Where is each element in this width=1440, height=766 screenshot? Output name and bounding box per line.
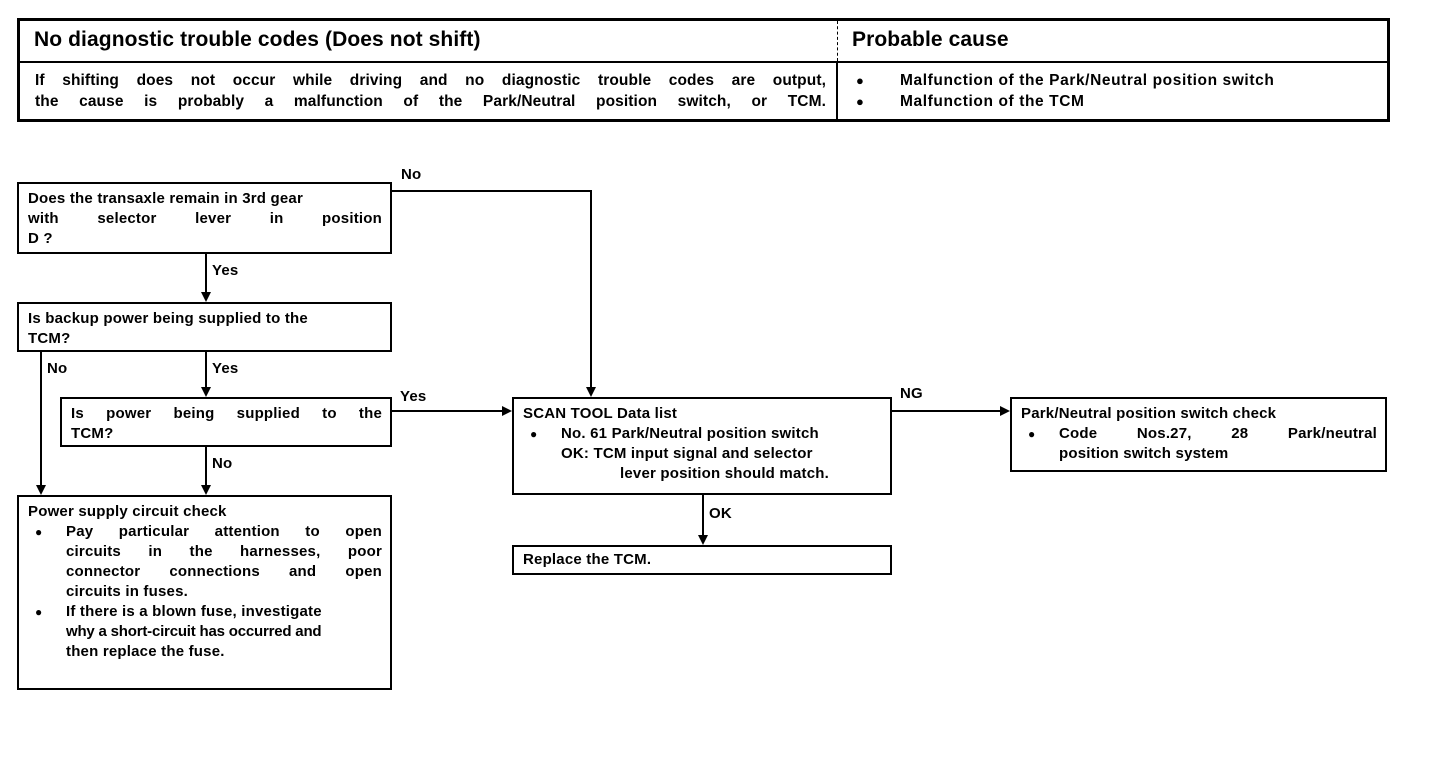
edge-label-q2-no: No xyxy=(47,360,68,377)
arrow-scan-ok-into-replace-tcm xyxy=(698,535,708,545)
arrow-q1-no-into-scan-tool xyxy=(586,387,596,397)
edge-label-q2-yes: Yes xyxy=(212,360,239,377)
flow-box-backup-power-question: Is backup power being supplied to the TC… xyxy=(17,302,392,352)
power-supply-item1-line-1: Pay particular attention to open xyxy=(66,523,382,540)
transaxle-question-line-2: with selector lever in position xyxy=(28,210,382,227)
flow-box-transaxle-question: Does the transaxle remain in 3rd gear wi… xyxy=(17,182,392,254)
edge-label-scan-ok: OK xyxy=(709,505,732,522)
header-cell-cause-title: Probable cause xyxy=(838,21,1387,61)
diagnostic-header-table: No diagnostic trouble codes (Does not sh… xyxy=(17,18,1390,122)
edge-label-q1-no: No xyxy=(401,166,422,183)
edge-label-q3-yes: Yes xyxy=(400,388,427,405)
power-supplied-question-line-1: Is power being supplied to the xyxy=(71,405,382,422)
connector-q1-yes-vertical xyxy=(205,254,207,292)
connector-q2-no-vertical xyxy=(40,352,42,485)
bullet-icon: ● xyxy=(1028,427,1036,441)
symptom-description-line-1: If shifting does not occur while driving… xyxy=(35,72,826,89)
power-supply-circuit-check-list: ● Pay particular attention to open circu… xyxy=(28,522,382,662)
connector-scan-ok-vertical xyxy=(702,495,704,535)
probable-cause-text: Malfunction of the Park/Neutral position… xyxy=(900,72,1275,89)
list-item: ● If there is a blown fuse, investigate … xyxy=(28,602,382,662)
list-item: ● Pay particular attention to open circu… xyxy=(28,522,382,602)
arrow-q2-yes-into-power-supplied xyxy=(201,387,211,397)
park-neutral-item1-line-1: Code Nos.27, 28 Park/neutral xyxy=(1059,425,1377,442)
header-cell-symptom-title: No diagnostic trouble codes (Does not sh… xyxy=(20,21,838,61)
header-body-row: If shifting does not occur while driving… xyxy=(20,63,1387,119)
symptom-description-line-2: the cause is probably a malfunction of t… xyxy=(35,93,826,110)
bullet-icon: ● xyxy=(35,605,43,619)
flow-box-park-neutral-switch-check-text: Park/Neutral position switch check ● Cod… xyxy=(1012,399,1385,468)
power-supply-item1-line-4: circuits in fuses. xyxy=(66,583,188,600)
flow-box-park-neutral-switch-check: Park/Neutral position switch check ● Cod… xyxy=(1010,397,1387,472)
list-item: ● Code Nos.27, 28 Park/neutral position … xyxy=(1021,424,1377,464)
park-neutral-check-title: Park/Neutral position switch check xyxy=(1021,405,1277,422)
backup-power-question-line-1: Is backup power being supplied to the xyxy=(28,310,308,327)
header-cell-symptom-body: If shifting does not occur while driving… xyxy=(20,63,838,119)
arrow-q3-no-into-power-supply-check xyxy=(201,485,211,495)
bullet-icon: ● xyxy=(35,525,43,539)
arrow-q2-no-into-power-supply-check xyxy=(36,485,46,495)
power-supplied-question-line-2: TCM? xyxy=(71,425,114,442)
park-neutral-item1-line-2: position switch system xyxy=(1059,445,1229,462)
bullet-icon: ● xyxy=(856,94,865,109)
power-supply-item2-line-2: why a short-circuit has occurred and xyxy=(66,623,322,640)
connector-q1-no-horizontal xyxy=(392,190,592,192)
scan-tool-ok-line-2: lever position should match. xyxy=(620,465,829,482)
list-item: ● No. 61 Park/Neutral position switch xyxy=(523,424,882,444)
symptom-description: If shifting does not occur while driving… xyxy=(20,63,836,112)
arrow-scan-ng-into-park-neutral-check xyxy=(1000,406,1010,416)
transaxle-question-line-3: D ? xyxy=(28,230,53,247)
power-supply-item2-line-1: If there is a blown fuse, investigate xyxy=(66,603,322,620)
symptom-title: No diagnostic trouble codes (Does not sh… xyxy=(34,28,481,51)
power-supply-circuit-check-title: Power supply circuit check xyxy=(28,503,227,520)
scan-tool-ok-line-1: OK: TCM input signal and selector xyxy=(561,445,813,462)
flow-box-backup-power-question-text: Is backup power being supplied to the TC… xyxy=(19,304,390,353)
replace-tcm-title: Replace the TCM. xyxy=(523,551,652,568)
flow-box-replace-tcm: Replace the TCM. xyxy=(512,545,892,575)
connector-q3-no-vertical xyxy=(205,447,207,485)
probable-cause-list: ● Malfunction of the Park/Neutral positio… xyxy=(838,63,1387,112)
probable-cause-text: Malfunction of the TCM xyxy=(900,93,1085,110)
backup-power-question-line-2: TCM? xyxy=(28,330,71,347)
connector-q1-no-vertical xyxy=(590,190,592,387)
bullet-icon: ● xyxy=(530,427,538,441)
list-item: ● Malfunction of the TCM xyxy=(856,91,1387,112)
edge-label-q3-no: No xyxy=(212,455,233,472)
arrow-q3-yes-into-scan-tool xyxy=(502,406,512,416)
edge-label-scan-ng: NG xyxy=(900,385,923,402)
flow-box-scan-tool-data-list: SCAN TOOL Data list ● No. 61 Park/Neutra… xyxy=(512,397,892,495)
power-supply-item2-line-3: then replace the fuse. xyxy=(66,643,225,660)
list-item: ● Malfunction of the Park/Neutral positio… xyxy=(856,70,1387,91)
flow-box-power-supply-circuit-check-text: Power supply circuit check ● Pay particu… xyxy=(19,497,390,666)
scan-tool-item-1: No. 61 Park/Neutral position switch xyxy=(561,425,819,442)
connector-q2-yes-vertical xyxy=(205,352,207,387)
edge-label-q1-yes: Yes xyxy=(212,262,239,279)
flow-box-power-supplied-question: Is power being supplied to the TCM? xyxy=(60,397,392,447)
header-cell-cause-body: ● Malfunction of the Park/Neutral positio… xyxy=(838,63,1387,119)
flow-box-power-supply-circuit-check: Power supply circuit check ● Pay particu… xyxy=(17,495,392,690)
bullet-icon: ● xyxy=(856,73,865,88)
power-supply-item1-line-3: connector connections and open xyxy=(66,563,382,580)
scan-tool-title: SCAN TOOL Data list xyxy=(523,405,678,422)
park-neutral-check-list: ● Code Nos.27, 28 Park/neutral position … xyxy=(1021,424,1377,464)
probable-cause-title: Probable cause xyxy=(852,28,1009,51)
connector-q3-yes-horizontal xyxy=(392,410,502,412)
arrow-q1-yes-into-backup-power xyxy=(201,292,211,302)
connector-scan-ng-horizontal xyxy=(892,410,1000,412)
flow-box-scan-tool-data-list-text: SCAN TOOL Data list ● No. 61 Park/Neutra… xyxy=(514,399,890,488)
power-supply-item1-line-2: circuits in the harnesses, poor xyxy=(66,543,382,560)
flow-box-transaxle-question-text: Does the transaxle remain in 3rd gear wi… xyxy=(19,184,390,253)
flow-box-replace-tcm-text: Replace the TCM. xyxy=(514,547,890,574)
scan-tool-list: ● No. 61 Park/Neutral position switch xyxy=(523,424,882,444)
flow-box-power-supplied-question-text: Is power being supplied to the TCM? xyxy=(62,399,390,448)
header-title-row: No diagnostic trouble codes (Does not sh… xyxy=(20,21,1387,63)
transaxle-question-line-1: Does the transaxle remain in 3rd gear xyxy=(28,190,304,207)
